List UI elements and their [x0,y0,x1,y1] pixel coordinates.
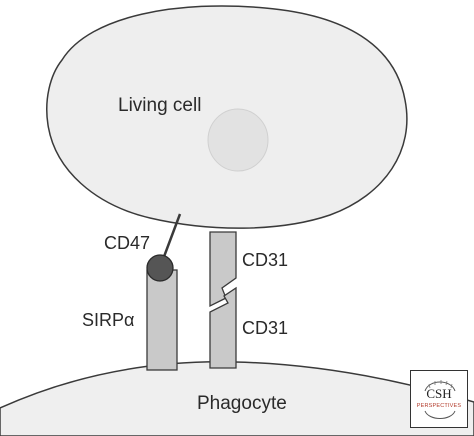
sirpa-label: SIRPα [82,310,135,330]
living-cell-label: Living cell [118,95,202,116]
logo-helix-icon [424,380,456,419]
cd47-ball [146,254,174,282]
cd31-upper-receptor [209,231,237,308]
cd31-upper-label: CD31 [242,250,289,270]
cd47-label: CD47 [104,233,151,253]
phagocyte-label: Phagocyte [197,393,287,414]
sirpa-receptor [146,269,178,371]
logo-main-text: CSH [426,386,452,401]
logo-sub-text: PERSPECTIVES [416,403,462,409]
cd47-stalk [160,213,182,263]
cd31-lower-receptor [209,286,237,369]
csh-perspectives-logo: CSH PERSPECTIVES [410,370,468,428]
nucleus [207,108,269,172]
cd31-lower-label: CD31 [242,318,289,338]
